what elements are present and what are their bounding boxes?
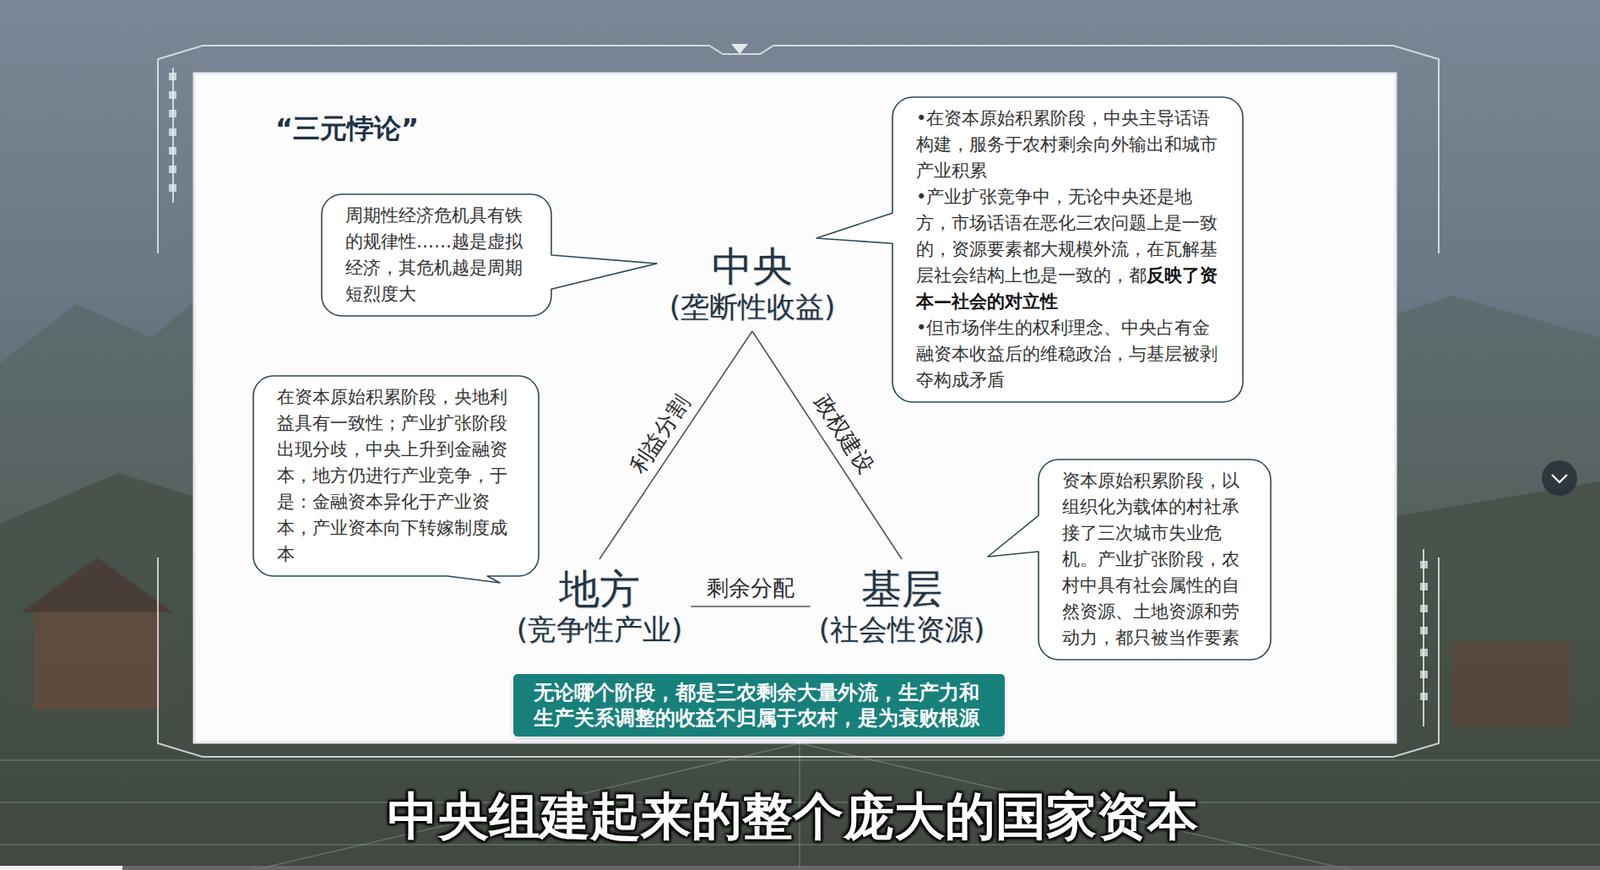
paragraph: 无论哪个阶段，都是三农剩余大量外流，生产力和生产关系调整的收益不归属于农村，是为… bbox=[533, 679, 985, 731]
frame-square bbox=[1420, 604, 1428, 613]
node-text: 周期性经济危机具有铁的规律性……越是虚拟经济，其危机越是周期短烈度大 bbox=[345, 205, 523, 304]
progress-track bbox=[0, 865, 1600, 870]
connector-line bbox=[690, 605, 810, 608]
paragraph: (社会性资源) bbox=[818, 612, 986, 647]
video-subtitle: 中央组建起来的整个庞大的国家资本 bbox=[0, 786, 1586, 845]
edge-label: 剩余分配 bbox=[704, 574, 798, 601]
bubble-shape bbox=[253, 375, 539, 583]
house-wall bbox=[33, 607, 161, 710]
node-text: 在资本原始积累阶段，央地利益具有一致性；产业扩张阶段出现分歧，中央上升到金融资本… bbox=[276, 386, 508, 565]
callout-bubble: •在资本原始积累阶段，中央主导话语构建，服务于农村剩余向外输出和城市产业积累•产… bbox=[892, 97, 1243, 402]
frame-square bbox=[168, 109, 177, 118]
term-node: 中央(垄断性收益) bbox=[664, 239, 841, 328]
house-wall bbox=[1452, 641, 1571, 727]
frame-square bbox=[168, 128, 177, 136]
frame-square bbox=[1420, 626, 1428, 635]
term-node: 基层(社会性资源) bbox=[813, 562, 991, 651]
bubble-shape bbox=[816, 97, 1243, 402]
frame-square bbox=[168, 72, 177, 81]
paragraph: 地方 bbox=[516, 565, 684, 613]
edge-label: 政权建设 bbox=[808, 388, 880, 480]
node-text: (社会性资源) bbox=[818, 612, 986, 646]
frame-square bbox=[168, 165, 177, 174]
paragraph: •产业扩张竞争中，无论中央还是地方，市场话语在恶化三农问题上是一致的，资源要素都… bbox=[916, 184, 1220, 315]
frame-square bbox=[168, 146, 177, 155]
house-roof bbox=[21, 557, 174, 613]
chevron-icon bbox=[1551, 474, 1568, 483]
frame-square bbox=[1420, 648, 1428, 657]
frame-square bbox=[168, 91, 177, 99]
conclusion-band: 无论哪个阶段，都是三农剩余大量外流，生产力和生产关系调整的收益不归属于农村，是为… bbox=[513, 673, 1005, 737]
progress-bar bbox=[0, 865, 123, 870]
term-node: 地方(竞争性产业) bbox=[511, 562, 689, 651]
paragraph: 中央 bbox=[669, 243, 836, 290]
frame-marker bbox=[731, 43, 749, 55]
node-text: 地方 bbox=[558, 564, 640, 613]
callout-bubble: 在资本原始积累阶段，央地利益具有一致性；产业扩张阶段出现分歧，中央上升到金融资本… bbox=[253, 375, 539, 576]
node-text: 无论哪个阶段，都是三农剩余大量外流，生产力和生产关系调整的收益不归属于农村，是为… bbox=[533, 680, 980, 730]
frame-square bbox=[1420, 560, 1428, 569]
slide-panel bbox=[194, 73, 1396, 743]
edge-label: 利益分割 bbox=[622, 388, 695, 480]
paragraph: •但市场伴生的权利理念、中央占有金融资本收益后的维稳政治，与基层被剥夺构成矛盾 bbox=[916, 314, 1220, 394]
paragraph: 周期性经济危机具有铁的规律性……越是虚拟经济，其危机越是周期短烈度大 bbox=[345, 202, 528, 308]
node-text: (垄断性收益) bbox=[669, 289, 836, 324]
slide-title: “三元悖论” bbox=[275, 111, 419, 146]
paragraph: 资本原始积累阶段，以组织化为载体的村社承接了三次城市失业危机。产业扩张阶段，农村… bbox=[1062, 467, 1248, 651]
paragraph: •在资本原始积累阶段，中央主导话语构建，服务于农村剩余向外输出和城市产业积累 bbox=[916, 105, 1220, 185]
paragraph: (垄断性收益) bbox=[669, 289, 836, 325]
frame-square bbox=[1420, 670, 1428, 678]
node-text: 资本原始积累阶段，以组织化为载体的村社承接了三次城市失业危机。产业扩张阶段，农村… bbox=[1062, 470, 1240, 648]
connector-line bbox=[752, 330, 902, 559]
callout-bubble: 资本原始积累阶段，以组织化为载体的村社承接了三次城市失业危机。产业扩张阶段，农村… bbox=[1038, 459, 1271, 660]
node-text: 中央 bbox=[711, 242, 793, 290]
bubble-shape bbox=[987, 459, 1271, 660]
tech-frame bbox=[157, 45, 1439, 757]
connector-line bbox=[599, 330, 753, 559]
node-text: •但市场伴生的权利理念、中央占有金融资本收益后的维稳政治，与基层被剥夺构成矛盾 bbox=[916, 317, 1218, 391]
frame-square bbox=[168, 184, 177, 192]
paragraph: 基层 bbox=[818, 565, 986, 613]
paragraph: (竞争性产业) bbox=[516, 612, 684, 647]
callout-bubble: 周期性经济危机具有铁的规律性……越是虚拟经济，其危机越是周期短烈度大 bbox=[321, 194, 552, 316]
tech-grid bbox=[0, 743, 1600, 870]
node-text: 基层 bbox=[861, 564, 943, 613]
bubble-shape bbox=[321, 194, 657, 316]
frame-square bbox=[1420, 692, 1428, 700]
node-text: •在资本原始积累阶段，中央主导话语构建，服务于农村剩余向外输出和城市产业积累 bbox=[916, 108, 1218, 181]
paragraph: 在资本原始积累阶段，央地利益具有一致性；产业扩张阶段出现分歧，中央上升到金融资本… bbox=[276, 384, 516, 568]
collapse-button bbox=[1541, 460, 1578, 496]
node-text: (竞争性产业) bbox=[516, 612, 684, 646]
frame-square bbox=[1420, 582, 1428, 591]
